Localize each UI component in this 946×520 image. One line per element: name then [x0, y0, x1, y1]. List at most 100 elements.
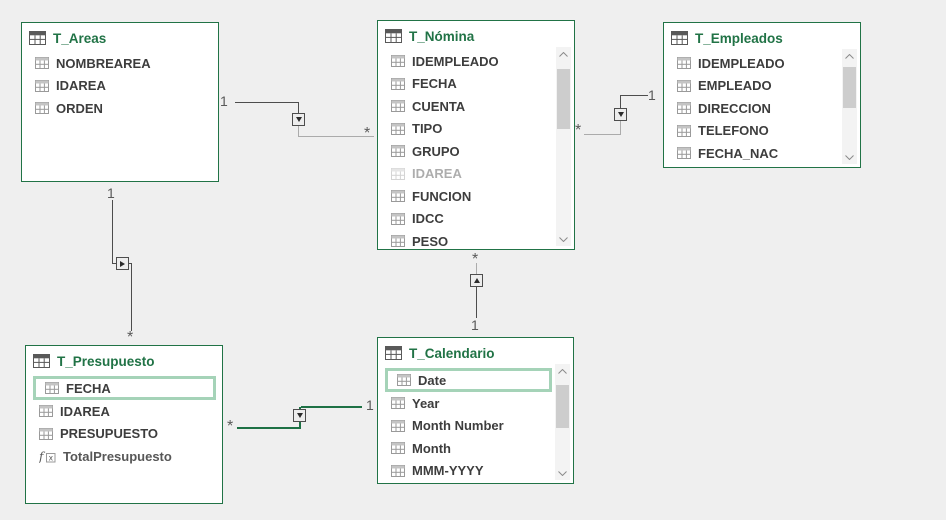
field-row-fecha[interactable]: FECHA [378, 73, 574, 96]
relationship-line-areas-nomina[interactable] [298, 126, 299, 137]
field-row-idempleado[interactable]: IDEMPLEADO [378, 50, 574, 73]
filter-direction-box[interactable] [293, 409, 306, 422]
field-label: FECHA_NAC [698, 145, 779, 161]
relationship-line-areas-presupuesto[interactable] [128, 263, 132, 264]
vertical-scrollbar[interactable] [842, 49, 857, 164]
field-row-grupo[interactable]: GRUPO [378, 140, 574, 163]
field-row-idarea[interactable]: IDAREA [22, 75, 218, 98]
field-row-orden[interactable]: ORDEN [22, 97, 218, 120]
table-header-t-nomina[interactable]: T_Nómina [378, 21, 574, 47]
field-row-date[interactable]: Date [385, 368, 552, 392]
field-column-icon [39, 405, 53, 418]
scroll-down-icon[interactable] [555, 466, 570, 480]
field-column-icon [677, 57, 691, 70]
field-row-fecha[interactable]: FECHA [33, 376, 216, 400]
field-row-cuenta[interactable]: CUENTA [378, 95, 574, 118]
table-icon [29, 31, 46, 45]
scrollbar-thumb[interactable] [557, 69, 570, 129]
relationship-line-areas-nomina[interactable] [235, 102, 298, 103]
relationship-line-empleados-nomina[interactable] [620, 95, 621, 108]
field-row-idempleado[interactable]: IDEMPLEADO [664, 52, 860, 75]
field-row-idarea[interactable]: IDAREA [26, 400, 222, 423]
field-row-empleado[interactable]: EMPLEADO [664, 75, 860, 98]
field-label: Year [412, 395, 440, 411]
field-row-month-number[interactable]: Month Number [378, 415, 573, 438]
table-header-t-calendario[interactable]: T_Calendario [378, 338, 573, 364]
field-row-nombrearea[interactable]: NOMBREAREA [22, 52, 218, 75]
cardinality-label-many: * [364, 125, 371, 142]
vertical-scrollbar[interactable] [556, 47, 571, 246]
filter-arrow-down-icon [296, 413, 303, 418]
scroll-up-icon[interactable] [555, 364, 570, 378]
field-column-icon [391, 100, 405, 113]
field-row-fecha-nac[interactable]: FECHA_NAC [664, 142, 860, 165]
field-row-tipo[interactable]: TIPO [378, 118, 574, 141]
table-title: T_Empleados [695, 30, 783, 46]
table-header-t-presupuesto[interactable]: T_Presupuesto [26, 346, 222, 372]
relationship-line-empleados-nomina[interactable] [620, 95, 648, 96]
field-label: IDEMPLEADO [412, 53, 499, 69]
field-row-funcion[interactable]: FUNCION [378, 185, 574, 208]
relationship-line-empleados-nomina[interactable] [584, 134, 620, 135]
field-column-icon [35, 57, 49, 70]
relationship-line-areas-nomina[interactable] [298, 136, 374, 137]
scroll-up-icon[interactable] [842, 49, 857, 63]
relationship-line-areas-nomina[interactable] [298, 102, 299, 114]
filter-direction-box[interactable] [116, 257, 129, 270]
field-row-peso[interactable]: PESO [378, 230, 574, 253]
cardinality-label-one: 1 [471, 317, 479, 333]
relationship-line-calendario-nomina[interactable] [476, 263, 477, 274]
table-header-t-areas[interactable]: T_Areas [22, 23, 218, 49]
relationship-line-calendario-presupuesto-selected[interactable] [301, 406, 362, 408]
field-row-idcc[interactable]: IDCC [378, 208, 574, 231]
cardinality-label-many: * [127, 329, 134, 346]
field-column-icon [391, 55, 405, 68]
field-label: TIPO [412, 121, 443, 137]
field-row-month[interactable]: Month [378, 437, 573, 460]
field-label: DIRECCION [698, 100, 771, 116]
relationship-line-calendario-nomina[interactable] [476, 287, 477, 318]
field-column-icon [391, 77, 405, 90]
relationship-line-empleados-nomina[interactable] [620, 121, 621, 135]
scrollbar-thumb[interactable] [843, 67, 856, 108]
filter-direction-box[interactable] [614, 108, 627, 121]
relationship-line-areas-presupuesto[interactable] [112, 200, 113, 263]
field-row-presupuesto[interactable]: PRESUPUESTO [26, 423, 222, 446]
field-column-icon [397, 374, 411, 386]
field-column-icon [391, 122, 405, 135]
filter-direction-box[interactable] [292, 113, 305, 126]
table-header-t-empleados[interactable]: T_Empleados [664, 23, 860, 49]
field-label: Date [418, 372, 447, 388]
field-column-icon [45, 382, 59, 394]
filter-direction-box[interactable] [470, 274, 483, 287]
relationship-line-areas-presupuesto[interactable] [112, 263, 118, 264]
field-row-direccion[interactable]: DIRECCION [664, 97, 860, 120]
cardinality-label-one: 1 [648, 87, 656, 103]
field-row-telefono[interactable]: TELEFONO [664, 120, 860, 143]
table-icon [33, 354, 50, 368]
scrollbar-thumb[interactable] [556, 385, 569, 428]
scroll-up-icon[interactable] [556, 47, 571, 61]
field-column-icon [39, 427, 53, 440]
vertical-scrollbar[interactable] [555, 364, 570, 480]
scroll-down-icon[interactable] [842, 150, 857, 164]
field-label: GRUPO [412, 143, 460, 159]
field-label: PRESUPUESTO [60, 426, 159, 442]
table-icon [385, 29, 402, 43]
relationship-line-areas-presupuesto[interactable] [131, 263, 132, 331]
table-icon [671, 31, 688, 45]
scroll-down-icon[interactable] [556, 232, 571, 246]
field-row-mmm-yyyy[interactable]: MMM-YYYY [378, 460, 573, 483]
relationship-line-calendario-presupuesto-selected[interactable] [237, 427, 301, 429]
field-row-idarea[interactable]: IDAREA [378, 163, 574, 186]
field-row-year[interactable]: Year [378, 392, 573, 415]
